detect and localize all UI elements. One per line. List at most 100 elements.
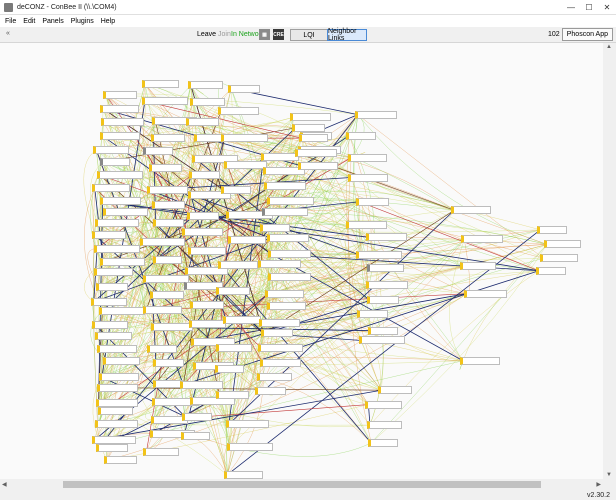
network-node[interactable] (153, 359, 184, 367)
network-node[interactable] (92, 231, 126, 239)
network-node[interactable] (258, 344, 303, 352)
network-node[interactable] (94, 245, 140, 253)
network-node[interactable] (267, 302, 306, 310)
network-node[interactable] (224, 161, 267, 169)
network-node[interactable] (95, 219, 139, 227)
network-node[interactable] (100, 132, 140, 140)
network-node[interactable] (153, 219, 184, 227)
network-node[interactable] (151, 323, 193, 331)
network-node[interactable] (216, 391, 249, 399)
network-node[interactable] (100, 197, 141, 205)
network-node[interactable] (143, 147, 173, 155)
network-node[interactable] (143, 448, 179, 456)
network-node[interactable] (346, 221, 387, 229)
expand-toolbar-icon[interactable]: « (6, 30, 10, 37)
scroll-left-icon[interactable]: ◀ (2, 482, 7, 488)
network-node[interactable] (255, 387, 286, 395)
network-node[interactable] (264, 182, 306, 190)
network-node[interactable] (97, 345, 137, 353)
network-node[interactable] (184, 282, 223, 290)
network-node[interactable] (190, 397, 235, 405)
network-node[interactable] (103, 91, 137, 99)
scroll-up-icon[interactable]: ▲ (606, 44, 612, 50)
network-node[interactable] (536, 267, 566, 275)
network-node[interactable] (367, 264, 404, 272)
horizontal-scroll-thumb[interactable] (63, 481, 541, 488)
network-node[interactable] (100, 258, 145, 266)
network-node[interactable] (190, 98, 225, 106)
network-node[interactable] (218, 261, 258, 269)
network-node[interactable] (92, 321, 128, 329)
network-node[interactable] (101, 118, 144, 126)
network-node[interactable] (151, 134, 185, 142)
network-node[interactable] (359, 336, 405, 344)
network-node[interactable] (262, 208, 308, 216)
network-node[interactable] (94, 268, 133, 276)
network-node[interactable] (147, 186, 188, 194)
network-node[interactable] (180, 381, 223, 389)
network-node[interactable] (96, 444, 128, 452)
network-node[interactable] (99, 373, 139, 381)
network-node[interactable] (367, 421, 402, 429)
network-node[interactable] (188, 191, 231, 199)
network-node[interactable] (259, 319, 300, 327)
tab-lqi[interactable]: LQI (290, 29, 328, 41)
network-node[interactable] (290, 113, 331, 121)
network-node[interactable] (188, 81, 223, 89)
network-node[interactable] (365, 401, 402, 409)
network-node[interactable] (460, 262, 496, 270)
network-node[interactable] (357, 310, 388, 318)
network-node[interactable] (95, 332, 132, 340)
network-node[interactable] (258, 260, 301, 268)
network-node[interactable] (295, 149, 337, 157)
network-node[interactable] (100, 158, 130, 166)
network-node[interactable] (147, 345, 177, 353)
network-node[interactable] (460, 357, 500, 365)
network-node[interactable] (260, 224, 290, 232)
network-node[interactable] (192, 155, 238, 163)
network-node[interactable] (368, 439, 398, 447)
network-node[interactable] (188, 247, 226, 255)
network-node[interactable] (149, 164, 182, 172)
network-node[interactable] (92, 436, 136, 444)
network-node[interactable] (268, 250, 311, 258)
network-node[interactable] (540, 254, 578, 262)
network-node[interactable] (378, 386, 412, 394)
network-node[interactable] (257, 373, 292, 381)
network-node[interactable] (97, 171, 143, 179)
network-node[interactable] (356, 198, 389, 206)
network-node[interactable] (265, 290, 304, 298)
network-node[interactable] (215, 365, 244, 373)
network-node[interactable] (261, 153, 299, 161)
network-node[interactable] (92, 184, 130, 192)
maximize-icon[interactable]: ☐ (585, 2, 593, 12)
network-node[interactable] (190, 301, 224, 309)
network-node[interactable] (104, 456, 137, 464)
scroll-down-icon[interactable]: ▼ (606, 472, 612, 478)
network-node[interactable] (182, 413, 212, 421)
network-node[interactable] (91, 298, 127, 306)
network-node[interactable] (153, 380, 183, 388)
menu-help[interactable]: Help (100, 17, 116, 25)
menu-panels[interactable]: Panels (42, 17, 64, 25)
network-canvas[interactable] (0, 43, 603, 479)
network-node[interactable] (221, 186, 251, 194)
network-node[interactable] (189, 320, 226, 328)
network-node[interactable] (96, 399, 138, 407)
menu-plugins[interactable]: Plugins (70, 17, 94, 25)
phoscon-app-button[interactable]: Phoscon App (561, 28, 613, 41)
network-node[interactable] (95, 420, 138, 428)
network-node[interactable] (267, 234, 309, 242)
network-node[interactable] (544, 240, 581, 248)
network-node[interactable] (355, 111, 397, 119)
menu-file[interactable]: File (5, 17, 17, 25)
network-node[interactable] (367, 296, 399, 304)
vertical-scrollbar[interactable]: ▲ ▼ (603, 43, 616, 479)
network-node[interactable] (152, 201, 185, 209)
network-node[interactable] (348, 154, 387, 162)
network-node[interactable] (98, 407, 133, 415)
network-node[interactable] (368, 327, 398, 335)
network-node[interactable] (142, 80, 179, 88)
network-node[interactable] (299, 134, 328, 142)
network-node[interactable] (267, 197, 314, 205)
